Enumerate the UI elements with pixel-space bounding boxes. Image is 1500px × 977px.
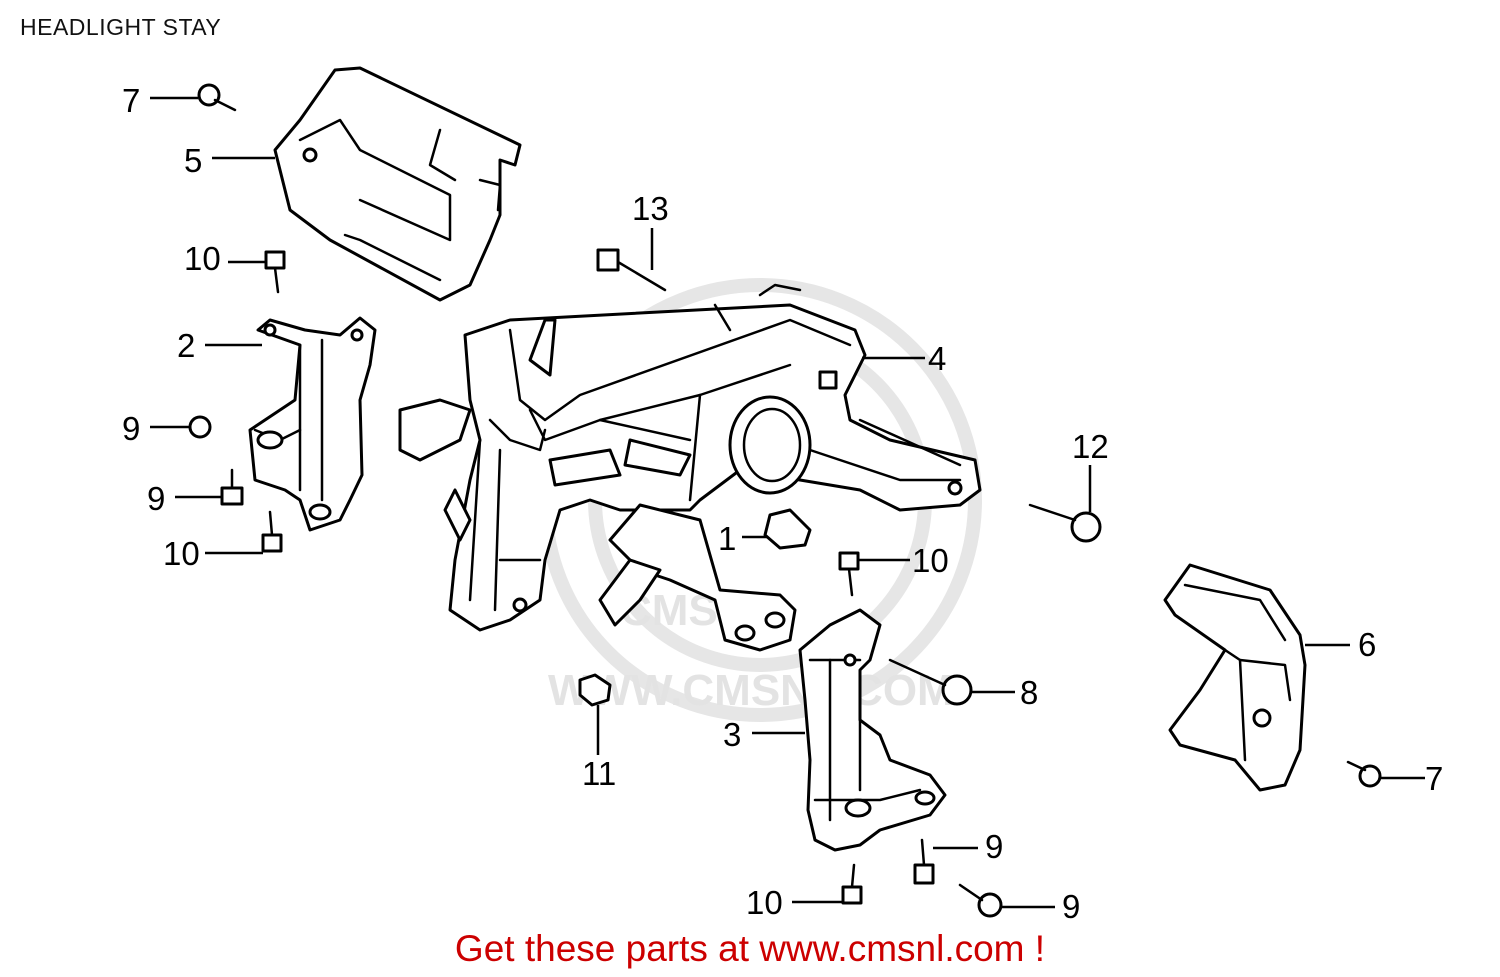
part-10-bolt-a[interactable] xyxy=(264,250,286,294)
callout-5: 5 xyxy=(184,142,202,179)
callout-9-d: 9 xyxy=(1062,888,1080,925)
part-8-bolt[interactable] xyxy=(888,658,973,706)
callout-1: 1 xyxy=(718,520,736,557)
callout-9-c: 9 xyxy=(985,828,1003,865)
page-title: HEADLIGHT STAY xyxy=(20,14,222,40)
callout-3: 3 xyxy=(723,716,741,753)
part-9-nut-a[interactable] xyxy=(188,415,212,439)
footer-cta[interactable]: Get these parts at www.cmsnl.com ! xyxy=(454,928,1046,969)
callout-10-b: 10 xyxy=(163,535,200,572)
callout-10-d: 10 xyxy=(746,884,783,921)
callout-4: 4 xyxy=(928,340,946,377)
part-7-screw-upper[interactable] xyxy=(197,83,237,112)
part-12-bolt[interactable] xyxy=(1028,503,1102,543)
part-9-bolt-c[interactable] xyxy=(913,838,935,885)
callout-labels: 7 5 13 10 2 4 9 12 9 1 10 10 6 8 3 11 7 … xyxy=(122,82,1443,925)
callout-2: 2 xyxy=(177,327,195,364)
callout-7-lower: 7 xyxy=(1425,760,1443,797)
leader-lines xyxy=(150,96,1425,909)
part-3-right-bracket[interactable] xyxy=(798,608,947,852)
callout-9-b: 9 xyxy=(147,480,165,517)
part-1-clip[interactable] xyxy=(763,508,812,550)
part-13-bolt[interactable] xyxy=(596,248,667,292)
part-9-bolt-d[interactable] xyxy=(958,883,1003,918)
callout-7-upper: 7 xyxy=(122,82,140,119)
part-10-bolt-c[interactable] xyxy=(838,551,860,597)
part-10-bolt-b[interactable] xyxy=(261,510,283,553)
part-7-screw-lower[interactable] xyxy=(1346,760,1382,788)
callout-10-a: 10 xyxy=(184,240,221,277)
part-6-side-cover[interactable] xyxy=(1163,563,1307,792)
part-5-headlight-cover[interactable] xyxy=(273,66,522,302)
callout-10-c: 10 xyxy=(912,542,949,579)
part-11-grommet[interactable] xyxy=(578,673,612,707)
callout-11: 11 xyxy=(582,755,616,792)
callout-6: 6 xyxy=(1358,626,1376,663)
callout-13: 13 xyxy=(632,190,669,227)
part-2-left-bracket[interactable] xyxy=(248,316,377,532)
callout-12: 12 xyxy=(1072,428,1109,465)
part-4-main-stay[interactable] xyxy=(398,283,982,652)
part-9-bolt-b[interactable] xyxy=(220,468,244,506)
callout-9-a: 9 xyxy=(122,410,140,447)
watermark-url-text: WWW.CMSNL.COM xyxy=(548,666,954,715)
callout-8: 8 xyxy=(1020,674,1038,711)
part-10-bolt-d[interactable] xyxy=(841,863,863,905)
